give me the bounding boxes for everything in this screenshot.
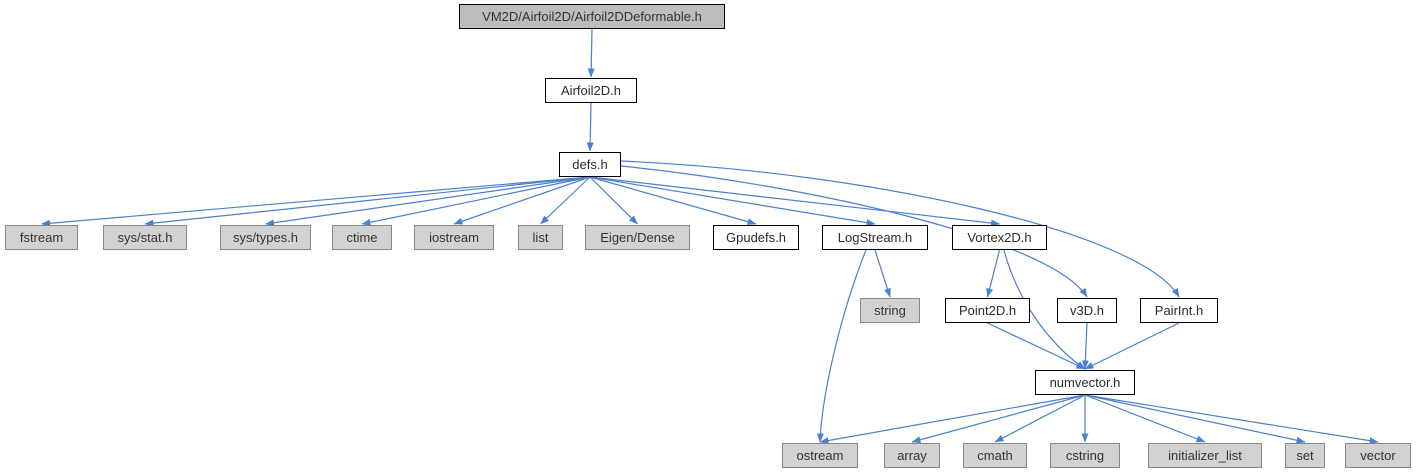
node-pairint[interactable]: PairInt.h xyxy=(1140,298,1218,323)
node-logstream[interactable]: LogStream.h xyxy=(822,225,928,250)
edge-defs-gpudefs xyxy=(589,176,757,226)
edge-defs-pairint xyxy=(620,160,1180,298)
node-defs[interactable]: defs.h xyxy=(559,152,621,177)
edge-numvector-vector xyxy=(1084,394,1379,445)
edge-defs-fstream xyxy=(41,176,591,227)
node-ctime: ctime xyxy=(332,225,392,250)
edge-defs-vortex2d xyxy=(589,176,1000,227)
node-list: list xyxy=(518,225,563,250)
node-cstring: cstring xyxy=(1050,443,1120,468)
node-sys_stat: sys/stat.h xyxy=(103,225,187,250)
node-vector: vector xyxy=(1345,443,1411,468)
edge-vortex2d-point2d xyxy=(986,249,1001,298)
edge-defs-sys_types xyxy=(265,176,591,227)
node-mainfile: VM2D/Airfoil2D/Airfoil2DDeformable.h xyxy=(459,4,725,29)
edge-defs-logstream xyxy=(589,176,876,227)
edge-defs-ctime xyxy=(361,176,591,226)
edge-point2d-numvector xyxy=(987,322,1086,370)
edge-airfoil2d-defs xyxy=(586,102,594,152)
edge-defs-eigen xyxy=(589,176,638,225)
node-sys_types: sys/types.h xyxy=(220,225,311,250)
edge-numvector-array xyxy=(911,394,1086,444)
edge-numvector-set xyxy=(1084,394,1306,444)
node-vortex2d[interactable]: Vortex2D.h xyxy=(952,225,1047,250)
edge-pairint-numvector xyxy=(1084,322,1180,370)
node-v3d[interactable]: v3D.h xyxy=(1057,298,1117,323)
edge-logstream-ostream xyxy=(816,249,867,443)
edge-defs-list xyxy=(540,176,591,225)
node-string: string xyxy=(860,298,920,323)
node-ostream: ostream xyxy=(782,443,858,468)
edge-v3d-numvector xyxy=(1081,322,1089,370)
node-iostream: iostream xyxy=(414,225,494,250)
node-point2d[interactable]: Point2D.h xyxy=(945,298,1030,323)
edge-defs-sys_stat xyxy=(144,176,591,227)
node-eigen: Eigen/Dense xyxy=(585,225,690,250)
node-fstream: fstream xyxy=(5,225,78,250)
edge-logstream-string xyxy=(874,249,891,298)
edge-defs-v3d xyxy=(620,165,1088,298)
edge-numvector-initializer_list xyxy=(1084,394,1206,443)
edge-vortex2d-numvector xyxy=(1003,249,1086,370)
node-gpudefs[interactable]: Gpudefs.h xyxy=(713,225,799,250)
edge-defs-iostream xyxy=(453,176,591,225)
edge-numvector-cmath xyxy=(994,394,1086,443)
node-initializer_list: initializer_list xyxy=(1148,443,1262,468)
edge-numvector-ostream xyxy=(819,394,1086,444)
node-numvector[interactable]: numvector.h xyxy=(1035,370,1135,395)
node-array: array xyxy=(884,443,940,468)
node-set: set xyxy=(1285,443,1325,468)
edge-mainfile-airfoil2d xyxy=(587,28,595,78)
node-cmath: cmath xyxy=(963,443,1027,468)
node-airfoil2d[interactable]: Airfoil2D.h xyxy=(545,78,637,103)
